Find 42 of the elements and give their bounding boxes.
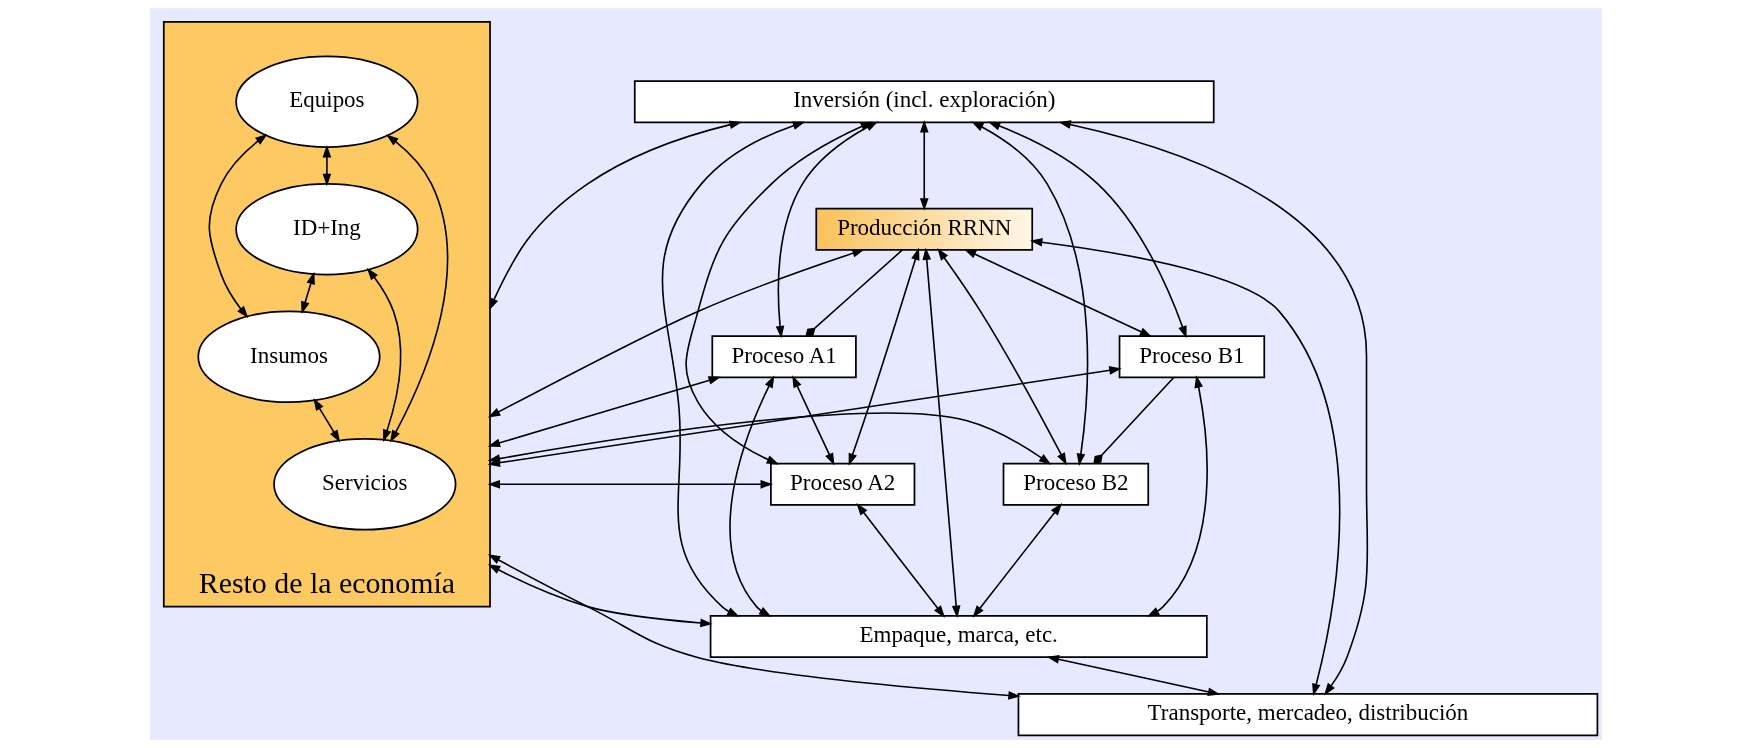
arrow: [322, 144, 332, 187]
arrow: [487, 249, 865, 418]
arrow: [1058, 120, 1369, 696]
arrow: [963, 248, 1153, 338]
node-box: Proceso B2: [1002, 462, 1150, 506]
arrow: [366, 267, 402, 442]
node-ellipse: ID+Ing: [235, 183, 419, 276]
arrow: [919, 120, 929, 211]
arrow: [1030, 237, 1341, 697]
connector: [1093, 376, 1175, 465]
node-ellipse: Insumos: [197, 310, 381, 403]
node-ellipse: Servicios: [273, 438, 457, 531]
node-box: Empaque, marca, etc.: [709, 614, 1208, 658]
arrow: [301, 271, 315, 314]
arrow: [729, 375, 775, 617]
node-box: Proceso B1: [1118, 335, 1266, 379]
arrow: [661, 121, 806, 617]
arrow: [487, 376, 721, 448]
arrow: [489, 120, 742, 311]
node-box: Proceso A1: [711, 335, 857, 379]
arrow: [971, 121, 1089, 466]
arrow: [972, 503, 1063, 618]
node-box: Transporte, mercadeo, distribución: [1017, 693, 1599, 737]
arrow: [937, 248, 1067, 466]
arrow: [685, 121, 873, 465]
arrow: [856, 503, 945, 618]
arrow: [848, 247, 920, 466]
arrow: [922, 247, 961, 618]
node-box: Proceso A2: [770, 462, 916, 506]
arrow: [987, 121, 1187, 339]
arrow: [792, 375, 835, 466]
arrow: [487, 564, 713, 628]
arrow: [313, 398, 341, 443]
arrow: [1146, 375, 1208, 617]
arrow: [208, 133, 268, 319]
arrow: [386, 134, 449, 443]
node-box: Producción RRNN: [815, 207, 1034, 251]
connector: [805, 249, 904, 337]
arrow: [487, 554, 1021, 700]
arrow: [1046, 655, 1221, 697]
arrow: [487, 479, 773, 489]
node-box: Inversión (incl. exploración): [633, 80, 1215, 124]
